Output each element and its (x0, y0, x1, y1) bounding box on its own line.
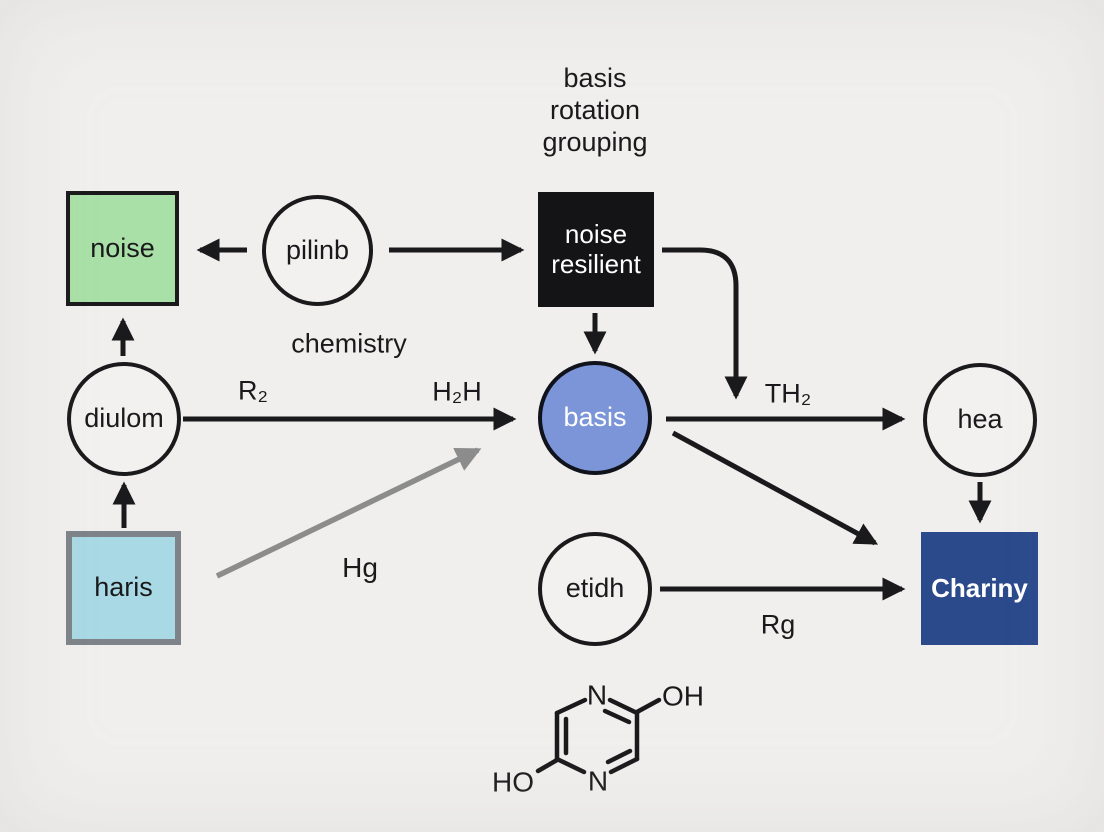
edge-label-h2h: H₂H (432, 376, 482, 407)
arrow-group (111, 238, 992, 601)
atom-n-bottom: N (588, 766, 608, 797)
bond-br-nbottom-outer (608, 756, 640, 775)
node-noise-label: noise (90, 232, 155, 263)
arrow-gray-haris-to-basis (215, 447, 482, 579)
node-haris-label: haris (94, 572, 153, 603)
node-basis: basis (538, 361, 652, 475)
node-pilinb-label: pilinb (285, 234, 350, 265)
node-hea: hea (923, 363, 1037, 477)
node-basis-label: basis (563, 402, 627, 433)
node-noise: noise (66, 191, 179, 306)
bond-br-nbottom-inner (605, 748, 633, 765)
arrow-noise-resilient-curved-down (662, 247, 748, 400)
edge-label-th2: TH₂ (764, 378, 812, 409)
note-line-2: rotation (549, 95, 641, 125)
bond-tr-oh (634, 697, 662, 715)
node-hea-label: hea (957, 404, 1003, 435)
atom-ho: HO (492, 767, 534, 798)
molecule-structure (535, 697, 662, 775)
node-haris: haris (66, 531, 181, 645)
node-noise-resilient: noise resilient (538, 192, 654, 307)
note-line-1: basis (563, 63, 627, 93)
atom-n-top: N (587, 680, 607, 711)
edge-label-rg: Rg (760, 609, 796, 640)
edge-label-hg: Hg (342, 552, 378, 583)
bond-ntop-tr-outer (607, 697, 640, 716)
bond-bl-nbottom (554, 756, 587, 775)
node-noise-resilient-label: noise resilient (551, 218, 641, 279)
note-line-3: grouping (542, 127, 648, 157)
node-etidh: etidh (538, 532, 652, 646)
note-chemistry: chemistry (291, 328, 407, 359)
arrow-basis-to-chariny (671, 430, 879, 546)
atom-oh: OH (662, 681, 704, 712)
node-etidh-label: etidh (565, 573, 625, 604)
note-basis-rotation-grouping: basis rotation grouping (542, 62, 647, 158)
molecule-atom-labels: N N OH HO (492, 680, 704, 798)
node-diulom: diulom (67, 362, 181, 476)
bond-bl-ho (535, 757, 560, 774)
bond-ntop-tr-inner (602, 708, 632, 725)
node-chariny-label: Chariny (931, 572, 1028, 603)
node-diulom-label: diulom (84, 403, 164, 434)
node-chariny: Chariny (921, 532, 1038, 645)
bond-ntop-tl (554, 697, 588, 716)
node-pilinb: pilinb (262, 195, 373, 306)
edge-label-r2: R₂ (238, 375, 268, 406)
